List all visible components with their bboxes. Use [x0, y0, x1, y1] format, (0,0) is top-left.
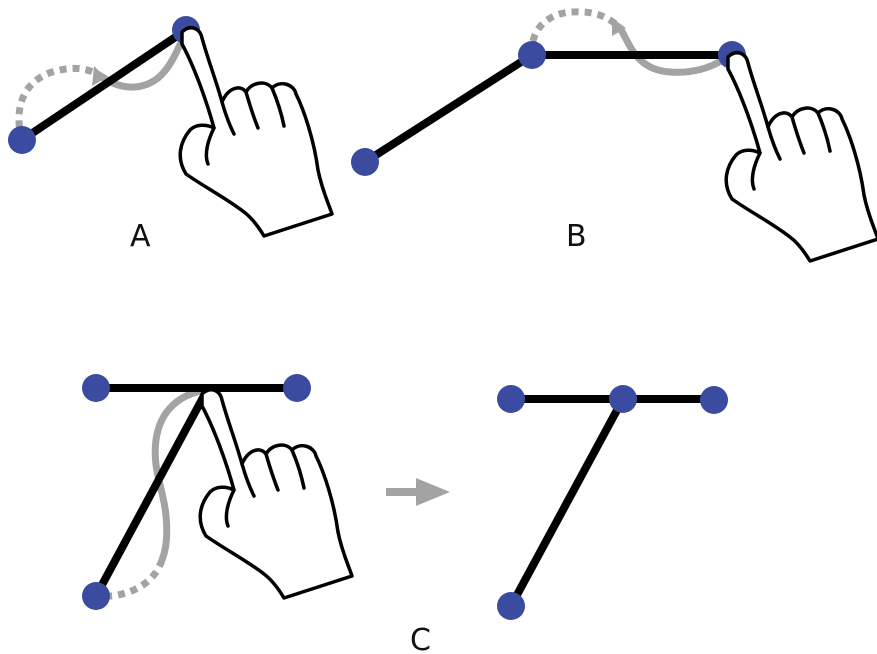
gesture-path-dashed-a: [15, 64, 106, 141]
node-b-1: [351, 148, 379, 176]
pointing-hand-icon: [198, 388, 354, 600]
gesture-path-dashed-b: [528, 8, 623, 55]
gesture-path-solid-a: [100, 28, 190, 91]
gesture-path-solid-b: [616, 24, 736, 76]
panel-b: B: [351, 8, 877, 263]
panel-c-after: [497, 385, 728, 620]
panel-label-a: A: [130, 219, 151, 254]
node-c2-bottom: [497, 592, 525, 620]
gesture-path-dashed-c: [96, 558, 166, 600]
node-c2-middle: [609, 385, 637, 413]
edge-c-diagonal: [92, 390, 210, 598]
edge-b-1: [362, 51, 535, 166]
node-c2-right: [700, 386, 728, 414]
edge-c2-diagonal: [507, 397, 627, 608]
panel-a: A: [8, 16, 334, 254]
panel-label-c: C: [410, 623, 431, 654]
panel-c-before: [82, 374, 354, 610]
right-arrow-icon: [386, 478, 450, 506]
pointing-hand-icon: [724, 51, 877, 263]
gesture-path-solid-c: [151, 386, 210, 564]
edge-a: [19, 26, 189, 144]
node-c-bottom: [82, 582, 110, 610]
gesture-arrowhead-b: [612, 18, 626, 36]
node-a-start: [8, 126, 36, 154]
panel-label-b: B: [566, 219, 587, 254]
pointing-hand-icon: [178, 26, 334, 238]
node-b-2: [518, 41, 546, 69]
gesture-arrowhead-a: [92, 66, 106, 86]
node-c-right: [283, 374, 311, 402]
node-c2-left: [497, 385, 525, 413]
node-c-left: [82, 374, 110, 402]
